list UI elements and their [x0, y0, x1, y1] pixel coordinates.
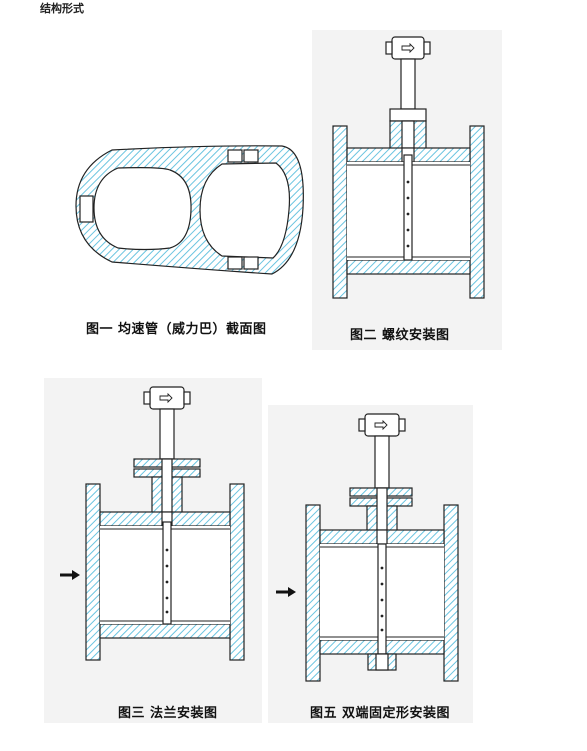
fig5-right-flange	[443, 504, 459, 682]
fig2-hex-nut	[389, 108, 427, 122]
fig1-caption: 图一 均速管（威力巴）截面图	[86, 322, 267, 337]
fig2-right-flange	[469, 125, 485, 299]
fig2-left-flange	[332, 125, 348, 299]
fig3-right-flange	[229, 483, 245, 661]
fig5-caption: 图五 双端固定形安装图	[310, 706, 451, 721]
fig2-transmitter-head	[391, 36, 425, 60]
fig1-slot	[227, 256, 243, 270]
fig5-flow-arrow-icon	[276, 587, 296, 597]
fig3-transmitter-head	[149, 386, 185, 410]
fig1-slot	[243, 256, 259, 270]
fig1-slot	[79, 195, 94, 223]
fig2-probe	[403, 154, 413, 261]
header-fragment: 结构形式	[40, 2, 84, 15]
fig1-slot	[227, 149, 243, 163]
fig2-threaded-install	[332, 36, 485, 299]
fig2-bottom-wall	[346, 259, 471, 275]
fig3-caption: 图三 法兰安装图	[118, 706, 218, 721]
fig1-slot	[243, 149, 259, 163]
fig5-left-flange	[305, 504, 321, 682]
fig2-head-cap	[423, 41, 431, 55]
fig3-left-flange	[85, 483, 101, 661]
fig5-hollow-arrow-icon	[374, 419, 388, 431]
fig3-probe	[162, 521, 172, 625]
fig5-transmitter-head	[364, 413, 400, 437]
fig3-hollow-arrow-icon	[159, 392, 173, 404]
fig2-head-cap	[385, 41, 393, 55]
fig2-hollow-arrow-icon	[401, 42, 415, 54]
fig3-flow-arrow-icon	[60, 570, 80, 580]
fig3-bottom-wall	[99, 623, 231, 639]
fig3-flange-install	[60, 386, 245, 661]
fig2-caption: 图二 螺纹安装图	[350, 328, 450, 343]
fig3-stem	[159, 408, 175, 460]
fig1-annubar-cross-section	[75, 145, 304, 275]
fig2-stem	[400, 58, 416, 110]
fig5-double-end-install	[276, 413, 459, 682]
fig5-stem	[374, 435, 390, 489]
